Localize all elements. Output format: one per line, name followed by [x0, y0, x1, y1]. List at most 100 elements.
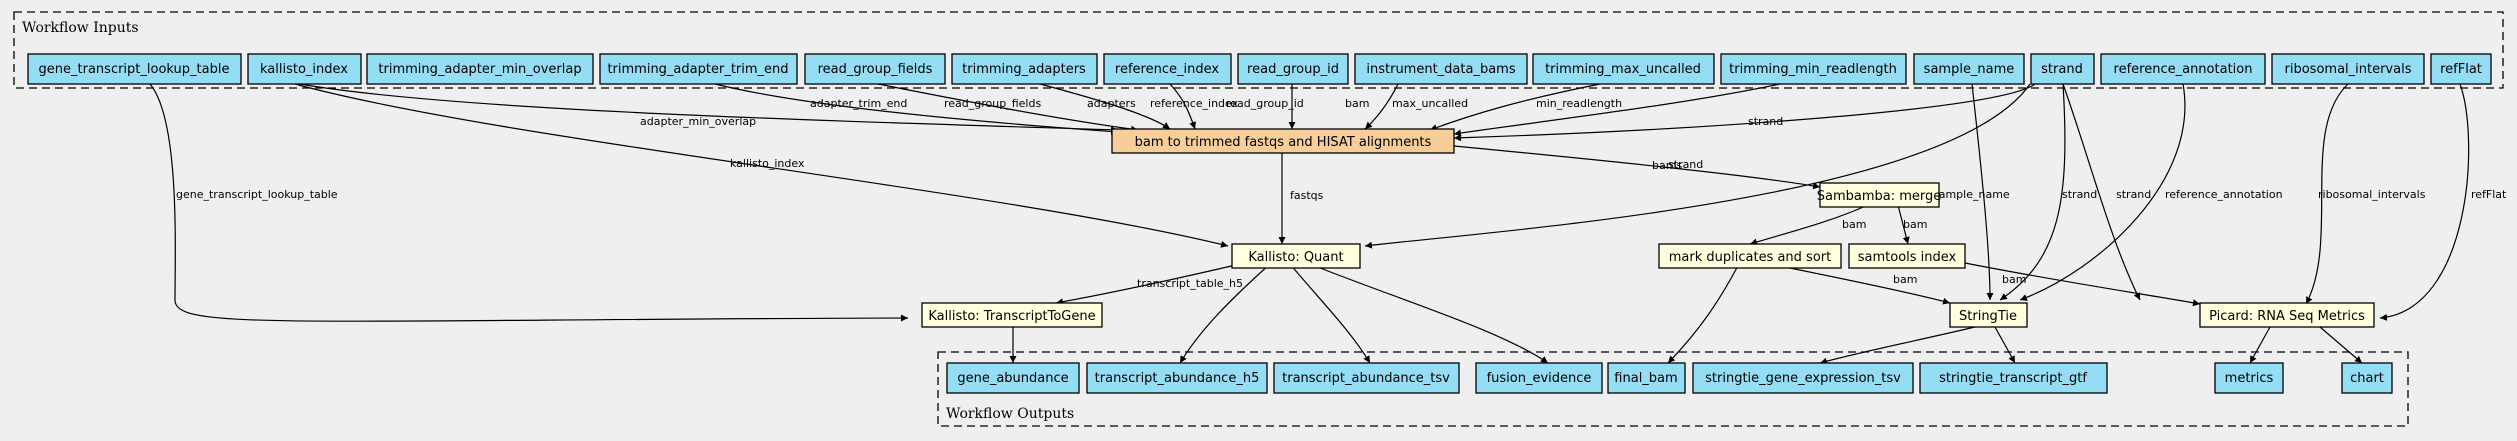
- input-trimming-adapter-trim-end[interactable]: trimming_adapter_trim_end: [599, 53, 798, 85]
- edge-trimming-min-readlength: [1453, 83, 1781, 137]
- input-nodes: gene_transcript_lookup_table kallisto_in…: [27, 53, 2492, 85]
- edge-trimming-adapter-trim-end: [714, 83, 1119, 135]
- step-mark-duplicates[interactable]: mark duplicates and sort: [1658, 243, 1842, 269]
- edge-to-transcript-abundance-h5: [1179, 263, 1271, 364]
- output-final-bam[interactable]: final_bam: [1607, 362, 1686, 394]
- edge-to-chart: [2319, 326, 2363, 364]
- edge-label-kallisto-index: kallisto_index: [730, 157, 805, 170]
- input-trimming-min-readlength[interactable]: trimming_min_readlength: [1720, 53, 1907, 85]
- edge-bam-picard: [1959, 261, 2201, 307]
- input-strand-label: strand: [2041, 62, 2083, 77]
- output-transcript-abundance-h5[interactable]: transcript_abundance_h5: [1086, 362, 1268, 394]
- step-nodes: bam to trimmed fastqs and HISAT alignmen…: [921, 128, 2375, 328]
- output-chart[interactable]: chart: [2341, 362, 2393, 394]
- edge-label-transcript-table-h5: transcript_table_h5: [1137, 277, 1243, 290]
- input-refflat[interactable]: refFlat: [2430, 53, 2492, 85]
- input-trimming-max-uncalled[interactable]: trimming_max_uncalled: [1532, 53, 1715, 85]
- input-instrument-data-bams[interactable]: instrument_data_bams: [1354, 53, 1528, 85]
- edge-label-read-group-id: read_group_id: [1226, 97, 1304, 110]
- edge-strand-main: [1453, 83, 2036, 142]
- edge-ribosomal-intervals: [2305, 83, 2349, 305]
- workflow-outputs-label: Workflow Outputs: [946, 406, 1074, 422]
- input-gene-transcript-lookup-table[interactable]: gene_transcript_lookup_table: [27, 53, 242, 85]
- step-stringtie[interactable]: StringTie: [1949, 302, 2028, 328]
- output-stringtie-gene-expression-tsv-label: stringtie_gene_expression_tsv: [1705, 371, 1901, 386]
- edge-label-bam-markdup: bam: [1842, 218, 1866, 231]
- edge-trimming-adapter-min-overlap: [299, 83, 1119, 134]
- output-transcript-abundance-tsv[interactable]: transcript_abundance_tsv: [1273, 362, 1460, 394]
- edge-strand-stringtie: [1999, 83, 2066, 301]
- input-strand[interactable]: strand: [2030, 53, 2095, 85]
- input-gene-transcript-lookup-table-label: gene_transcript_lookup_table: [39, 62, 230, 77]
- edge-label-sample-name: sample_name: [1933, 188, 2010, 201]
- output-chart-label: chart: [2350, 371, 2384, 386]
- step-sambamba-merge[interactable]: Sambamba: merge: [1817, 182, 1942, 208]
- edge-to-final-bam: [1667, 261, 1741, 364]
- output-metrics[interactable]: metrics: [2214, 362, 2284, 394]
- edge-strand-kallisto: [1364, 83, 2031, 249]
- edge-label-strand-stringtie: strand: [2062, 188, 2097, 201]
- output-stringtie-transcript-gtf-label: stringtie_transcript_gtf: [1939, 371, 2087, 386]
- workflow-inputs-label: Workflow Inputs: [22, 20, 139, 36]
- input-instrument-data-bams-label: instrument_data_bams: [1366, 62, 1515, 77]
- edge-label-refflat: refFlat: [2471, 188, 2507, 201]
- edge-label-adapter-min-overlap: adapter_min_overlap: [640, 115, 756, 128]
- input-reference-annotation-label: reference_annotation: [2114, 62, 2253, 77]
- edge-label-bam-picard: bam: [2002, 273, 2026, 286]
- edge-trimming-max-uncalled: [1429, 83, 1601, 131]
- edge-label-max-uncalled: max_uncalled: [1392, 97, 1468, 110]
- edge-label-fastqs: fastqs: [1290, 189, 1324, 202]
- input-sample-name[interactable]: sample_name: [1913, 53, 2025, 85]
- output-fusion-evidence-label: fusion_evidence: [1487, 371, 1592, 386]
- edge-instrument-data-bams: [1364, 83, 1399, 130]
- edge-label-strand-main: strand: [1748, 115, 1783, 128]
- output-gene-abundance[interactable]: gene_abundance: [946, 362, 1080, 394]
- input-reference-index[interactable]: reference_index: [1103, 53, 1232, 85]
- input-trimming-adapters[interactable]: trimming_adapters: [951, 53, 1098, 85]
- input-trimming-adapter-trim-end-label: trimming_adapter_trim_end: [607, 62, 788, 77]
- edge-label-reference-index: reference_index: [1150, 97, 1239, 110]
- output-final-bam-label: final_bam: [1614, 371, 1677, 386]
- edge-label-strand-kallisto: strand: [1668, 158, 1703, 171]
- edge-label-min-readlength: min_readlength: [1536, 97, 1622, 110]
- edge-to-stringtie-transcript-gtf: [1994, 326, 2016, 364]
- edge-bams: [1453, 145, 1821, 190]
- edge-label-adapter-trim-end: adapter_trim_end: [810, 97, 907, 110]
- edge-label-bams: bams: [1652, 159, 1682, 172]
- edge-refflat: [2379, 83, 2470, 321]
- input-ribosomal-intervals[interactable]: ribosomal_intervals: [2271, 53, 2425, 85]
- edge-to-transcript-abundance-tsv: [1289, 263, 1371, 364]
- edge-reference-annotation: [2019, 83, 2186, 301]
- edge-bam-samtools: [1897, 204, 1910, 245]
- step-samtools-index-label: samtools index: [1858, 250, 1957, 265]
- edge-label-bam-stringtie: bam: [1893, 273, 1917, 286]
- input-read-group-fields[interactable]: read_group_fields: [804, 53, 946, 85]
- output-stringtie-transcript-gtf[interactable]: stringtie_transcript_gtf: [1919, 362, 2108, 394]
- edge-label-gene-transcript-lookup-table: gene_transcript_lookup_table: [176, 188, 338, 201]
- output-transcript-abundance-h5-label: transcript_abundance_h5: [1095, 371, 1260, 386]
- input-trimming-adapter-min-overlap[interactable]: trimming_adapter_min_overlap: [366, 53, 594, 85]
- step-picard-rnaseq[interactable]: Picard: RNA Seq Metrics: [2199, 302, 2375, 328]
- output-metrics-label: metrics: [2225, 371, 2274, 386]
- step-kallisto-quant[interactable]: Kallisto: Quant: [1231, 243, 1361, 269]
- output-fusion-evidence[interactable]: fusion_evidence: [1475, 362, 1603, 394]
- edge-transcript-table-h5: [1055, 263, 1241, 306]
- input-trimming-adapters-label: trimming_adapters: [962, 62, 1086, 77]
- output-stringtie-gene-expression-tsv[interactable]: stringtie_gene_expression_tsv: [1692, 362, 1914, 394]
- step-transcript-to-gene[interactable]: Kallisto: TranscriptToGene: [921, 302, 1103, 328]
- edge-label-ribosomal-intervals: ribosomal_intervals: [2318, 188, 2426, 201]
- input-reference-annotation[interactable]: reference_annotation: [2100, 53, 2266, 85]
- step-bam-to-fastqs[interactable]: bam to trimmed fastqs and HISAT alignmen…: [1111, 128, 1455, 154]
- edge-strand-picard: [2062, 83, 2141, 301]
- edge-reference-index: [1169, 83, 1196, 130]
- input-refflat-label: refFlat: [2440, 62, 2482, 77]
- input-kallisto-index[interactable]: kallisto_index: [247, 53, 362, 85]
- step-stringtie-label: StringTie: [1959, 309, 2017, 324]
- step-samtools-index[interactable]: samtools index: [1848, 243, 1966, 269]
- edge-bam-markdup: [1749, 204, 1869, 246]
- input-read-group-id[interactable]: read_group_id: [1237, 53, 1349, 85]
- edge-label-bam: bam: [1345, 97, 1369, 110]
- output-gene-abundance-label: gene_abundance: [957, 371, 1068, 386]
- input-reference-index-label: reference_index: [1115, 62, 1219, 77]
